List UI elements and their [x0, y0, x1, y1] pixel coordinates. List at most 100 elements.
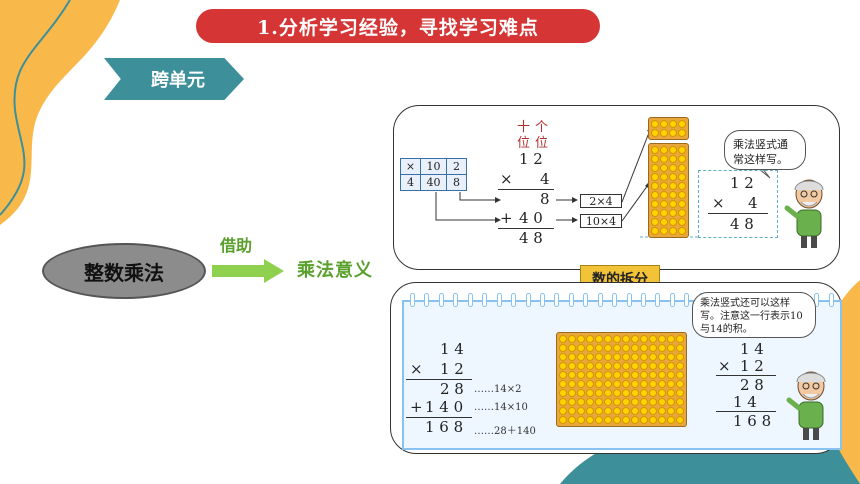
dot	[586, 371, 594, 379]
dot	[586, 380, 594, 388]
section-tag: 跨单元	[104, 58, 244, 100]
dot	[651, 227, 659, 235]
dot	[676, 344, 684, 352]
plus-sign: +	[500, 209, 513, 227]
dot	[660, 182, 668, 190]
dot	[595, 398, 603, 406]
b-line-b: 1 2	[440, 360, 464, 378]
dot	[640, 416, 648, 424]
dot	[640, 380, 648, 388]
dot	[660, 164, 668, 172]
spiral-ring	[467, 293, 473, 307]
dot	[676, 398, 684, 406]
spiral-ring	[539, 293, 545, 307]
dot	[622, 380, 630, 388]
dot	[667, 416, 675, 424]
short-result: 4 8	[730, 215, 754, 233]
dot	[568, 398, 576, 406]
dot	[577, 389, 585, 397]
table-cell: 10	[420, 158, 447, 175]
dot	[678, 191, 686, 199]
dot	[669, 120, 677, 128]
dot	[568, 344, 576, 352]
dot	[678, 227, 686, 235]
dot	[660, 227, 668, 235]
dot	[676, 389, 684, 397]
dot	[649, 389, 657, 397]
multiplication-table: × 10 2 4 40 8	[400, 158, 467, 191]
dot	[678, 182, 686, 190]
vertical-line-a: 1 2	[519, 150, 543, 168]
dot	[622, 407, 630, 415]
b-note-2: ……14×10	[474, 402, 528, 413]
dot	[631, 416, 639, 424]
dot	[577, 416, 585, 424]
partial-product-1: 8	[540, 190, 550, 208]
dot-array-large	[648, 143, 689, 238]
dot	[613, 353, 621, 361]
dot	[622, 389, 630, 397]
dot	[613, 380, 621, 388]
dot	[651, 155, 659, 163]
dot	[559, 407, 567, 415]
dot	[559, 371, 567, 379]
b-short-p2: 1 4	[733, 393, 757, 411]
dot	[577, 380, 585, 388]
dot	[660, 191, 668, 199]
dot	[595, 407, 603, 415]
dot	[604, 335, 612, 343]
dot	[559, 335, 567, 343]
dot	[676, 380, 684, 388]
expression-box-1: 2×4	[580, 194, 622, 208]
spiral-ring	[612, 293, 618, 307]
dot	[622, 362, 630, 370]
dot	[669, 191, 677, 199]
dot	[678, 120, 686, 128]
vertical-line-b: 4	[540, 170, 550, 188]
dot	[568, 371, 576, 379]
dot	[595, 416, 603, 424]
dot	[559, 344, 567, 352]
dot	[604, 353, 612, 361]
dot	[669, 227, 677, 235]
dot	[649, 362, 657, 370]
spiral-ring	[641, 293, 646, 307]
place-ones-label: 个	[535, 120, 549, 135]
dot	[649, 398, 657, 406]
dot	[568, 380, 576, 388]
b-short-times: ×	[718, 357, 731, 375]
dot-array-small	[648, 117, 689, 140]
dot	[658, 416, 666, 424]
dot	[658, 380, 666, 388]
dot	[568, 335, 576, 343]
dot	[676, 362, 684, 370]
divider-line	[716, 375, 776, 376]
dot	[586, 389, 594, 397]
orange-blob-decoration	[0, 0, 120, 225]
divider-line	[498, 228, 554, 229]
b-plus-sign: +	[410, 398, 423, 416]
spiral-ring	[438, 293, 444, 307]
dot	[613, 335, 621, 343]
dot	[604, 380, 612, 388]
dot	[658, 371, 666, 379]
dot	[595, 389, 603, 397]
dot	[651, 129, 659, 137]
dot	[631, 362, 639, 370]
short-times-sign: ×	[712, 194, 725, 212]
dot	[604, 371, 612, 379]
dot	[669, 173, 677, 181]
dot	[631, 398, 639, 406]
table-cell: 8	[446, 174, 467, 191]
dot	[649, 416, 657, 424]
dot	[660, 129, 668, 137]
dot	[631, 371, 639, 379]
dot	[660, 218, 668, 226]
grandpa-figure-top	[784, 179, 824, 248]
place-wei-label-2: 位	[535, 136, 549, 151]
dot	[640, 362, 648, 370]
divider-line	[708, 213, 768, 214]
dot	[678, 173, 686, 181]
dot	[667, 371, 675, 379]
b-short-result: 1 6 8	[733, 412, 772, 430]
